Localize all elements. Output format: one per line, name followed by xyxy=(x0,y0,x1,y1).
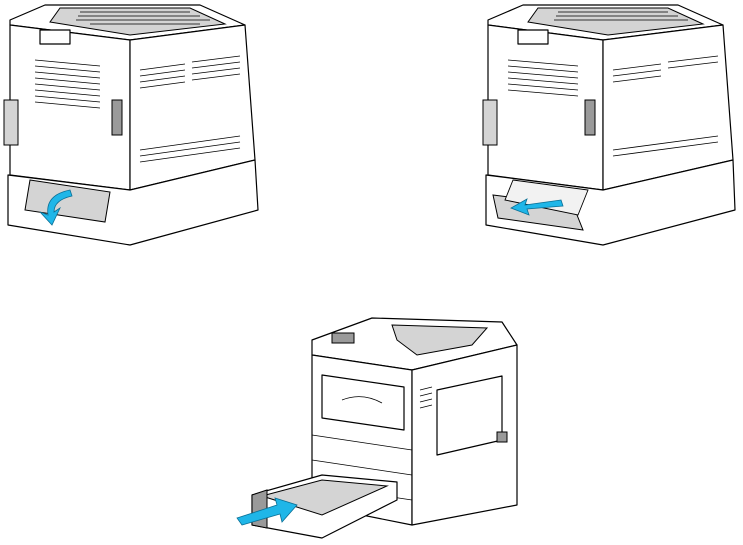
handle xyxy=(518,30,548,44)
printer-rear-view-1 xyxy=(0,0,265,250)
printer-front-view xyxy=(232,300,522,545)
printer-rear-view-2 xyxy=(483,0,743,250)
handle xyxy=(40,30,70,44)
step3-insert-tray-illustration xyxy=(232,300,522,545)
side-panel-ports xyxy=(483,100,497,145)
power-switch xyxy=(497,432,507,442)
connector-ports xyxy=(585,100,595,135)
side-panel-ports xyxy=(4,100,18,145)
step2-remove-paper-illustration xyxy=(483,0,743,250)
control-panel xyxy=(332,333,354,343)
step1-open-rear-door-illustration xyxy=(0,0,265,250)
connector-ports xyxy=(112,100,122,135)
